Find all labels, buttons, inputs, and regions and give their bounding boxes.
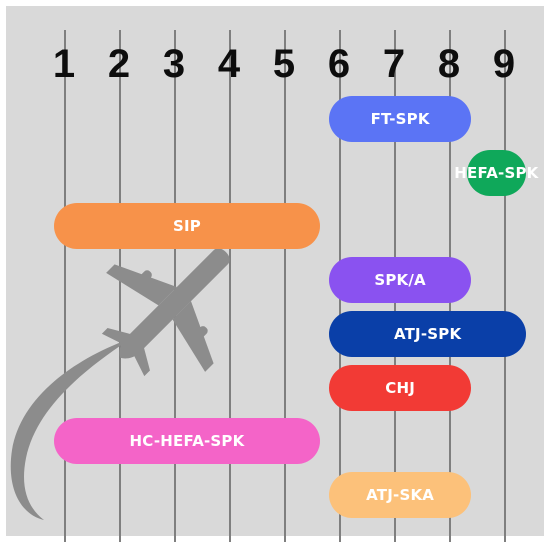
bar-label-hefa-spk: HEFA-SPK — [454, 164, 539, 182]
column-number-4: 4 — [217, 42, 241, 86]
bar-hefa-spk: HEFA-SPK — [454, 150, 538, 196]
column-number-2: 2 — [107, 42, 131, 86]
gridline-2 — [64, 30, 66, 542]
bar-spk-a: SPK/A — [329, 257, 472, 303]
bar-atj-ska: ATJ-SKA — [329, 472, 472, 518]
bar-label-ft-spk: FT-SPK — [370, 110, 430, 128]
column-number-3: 3 — [162, 42, 186, 86]
gridline-10 — [504, 30, 506, 542]
gridline-4 — [174, 30, 176, 542]
gridline-6 — [284, 30, 286, 542]
column-number-6: 6 — [327, 42, 351, 86]
column-number-9: 9 — [492, 42, 516, 86]
bar-label-spk-a: SPK/A — [374, 271, 426, 289]
bar-atj-spk: ATJ-SPK — [329, 311, 527, 357]
bar-label-atj-spk: ATJ-SPK — [393, 325, 462, 343]
bar-ft-spk: FT-SPK — [329, 96, 472, 142]
column-number-8: 8 — [437, 42, 461, 86]
gridline-5 — [229, 30, 231, 542]
column-number-5: 5 — [272, 42, 296, 86]
bar-chj: CHJ — [329, 365, 472, 411]
bar-label-atj-ska: ATJ-SKA — [366, 486, 435, 504]
flight-trail — [10, 338, 133, 520]
airplane-icon — [101, 248, 230, 377]
column-number-7: 7 — [382, 42, 406, 86]
column-number-1: 1 — [52, 42, 76, 86]
bar-label-chj: CHJ — [385, 379, 415, 397]
bar-hc-hefa-spk: HC-HEFA-SPK — [54, 418, 320, 464]
gridline-3 — [119, 30, 121, 542]
bar-sip: SIP — [54, 203, 320, 249]
bar-label-hc-hefa-spk: HC-HEFA-SPK — [129, 432, 245, 450]
bar-label-sip: SIP — [173, 217, 201, 235]
